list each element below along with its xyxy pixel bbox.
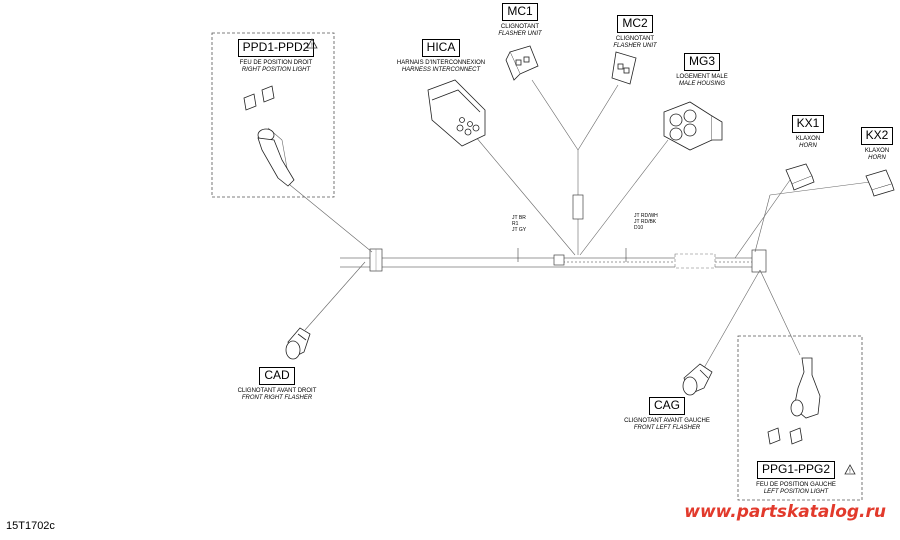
hica-connector-drawing — [427, 79, 486, 147]
ppd-en: RIGHT POSITION LIGHT — [241, 66, 311, 73]
mc2-label: MC2 CLIGNOTANT FLASHER UNIT — [604, 14, 666, 50]
ppd-label: PPD1-PPD2 FEU DE POSITION DROIT RIGHT PO… — [222, 38, 330, 74]
mc1-label: MC1 CLIGNOTANT FLASHER UNIT — [490, 2, 550, 38]
ppd-lamp-drawing — [243, 85, 295, 187]
ppd-fr: FEU DE POSITION DROIT — [239, 59, 313, 66]
mc1-en: FLASHER UNIT — [498, 30, 542, 37]
wire-tag-left: JT BR R1 JT GY — [512, 215, 526, 233]
cad-en: FRONT RIGHT FLASHER — [241, 394, 313, 401]
kx1-en: HORN — [799, 142, 817, 149]
ppg-fr: FEU DE POSITION GAUCHE — [756, 481, 836, 488]
kx2-connector-drawing — [865, 169, 895, 197]
cad-label: CAD CLIGNOTANT AVANT DROIT FRONT RIGHT F… — [222, 366, 332, 402]
sleeve-right-b — [751, 249, 767, 273]
wire-tag-right-2: JT RD/BK — [634, 219, 657, 225]
wire-tag-right-3: D10 — [634, 225, 644, 231]
hica-fr: HARNAIS D'INTERCONNEXION — [396, 59, 486, 66]
mg3-connector-drawing — [663, 101, 723, 151]
kx2-fr: KLAXON — [864, 147, 890, 154]
mg3-fr: LOGEMENT MALE — [676, 73, 728, 80]
sleeve-center — [553, 254, 565, 266]
cad-fr: CLIGNOTANT AVANT DROIT — [237, 387, 317, 394]
ppg-en: LEFT POSITION LIGHT — [763, 488, 829, 495]
ppd-dashed-box — [211, 32, 335, 198]
mc1-fr: CLIGNOTANT — [500, 23, 540, 30]
ppd-warning-glyph: ! — [311, 43, 313, 49]
ppd-warning-icon: ! — [306, 38, 318, 49]
sleeve-right-a — [674, 253, 716, 269]
cad-flasher-drawing — [285, 327, 311, 360]
kx2-code: KX2 — [860, 127, 894, 145]
ppg-lamp-drawing — [767, 357, 821, 445]
branch-lines — [267, 79, 871, 376]
kx1-label: KX1 KLAXON HORN — [786, 114, 830, 150]
cag-flasher-drawing — [682, 363, 713, 396]
hica-code: HICA — [421, 39, 461, 57]
mc2-code: MC2 — [617, 15, 653, 33]
sleeve-vertical — [572, 194, 584, 220]
hica-label: HICA HARNAIS D'INTERCONNEXION HARNESS IN… — [386, 38, 496, 74]
mg3-code: MG3 — [683, 53, 720, 71]
mc2-en: FLASHER UNIT — [613, 42, 657, 49]
ppg-label: PPG1-PPG2 FEU DE POSITION GAUCHE LEFT PO… — [742, 460, 850, 496]
hica-en: HARNESS INTERCONNECT — [401, 66, 481, 73]
kx2-label: KX2 KLAXON HORN — [856, 126, 898, 162]
ppg-warning-glyph: ! — [849, 469, 851, 475]
cad-code: CAD — [259, 367, 295, 385]
cag-label: CAG CLIGNOTANT AVANT GAUCHE FRONT LEFT F… — [612, 396, 722, 432]
cag-fr: CLIGNOTANT AVANT GAUCHE — [624, 417, 710, 424]
wire-tag-left-3: JT GY — [512, 227, 527, 233]
diagram-code: 15T1702c — [6, 520, 55, 532]
wire-tag-right-1: JT RD/WH — [634, 213, 658, 219]
mg3-label: MG3 LOGEMENT MALE MALE HOUSING — [670, 52, 734, 88]
mc2-fr: CLIGNOTANT — [615, 35, 655, 42]
kx1-fr: KLAXON — [795, 135, 821, 142]
ppd-code: PPD1-PPD2 — [237, 39, 315, 57]
mc1-code: MC1 — [502, 3, 538, 21]
ppg-warning-icon: ! — [844, 464, 856, 475]
kx1-code: KX1 — [791, 115, 825, 133]
ppg-dashed-box — [737, 335, 863, 501]
mc2-connector-drawing — [611, 51, 637, 85]
kx1-connector-drawing — [785, 163, 815, 191]
watermark: www.partskatalog.ru — [684, 502, 886, 522]
mg3-en: MALE HOUSING — [678, 80, 725, 87]
cag-en: FRONT LEFT FLASHER — [633, 424, 701, 431]
wire-tag-right: JT RD/WH JT RD/BK D10 — [634, 213, 658, 231]
ppg-code: PPG1-PPG2 — [756, 461, 836, 479]
wire-tag-left-1: JT BR — [512, 215, 526, 221]
wire-tag-left-2: R1 — [512, 221, 519, 227]
mc1-connector-drawing — [505, 45, 539, 81]
cag-code: CAG — [648, 397, 685, 415]
kx2-en: HORN — [868, 154, 886, 161]
